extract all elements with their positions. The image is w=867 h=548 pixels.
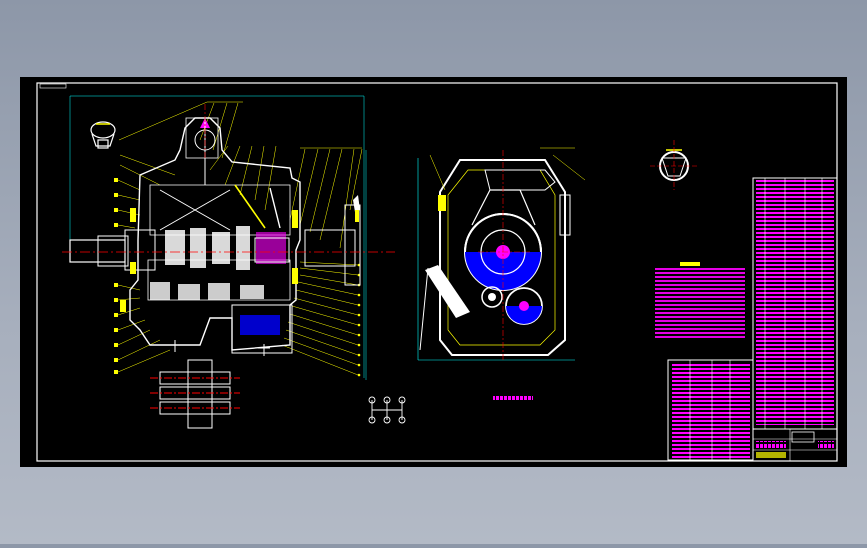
main-assembly-view [62, 95, 395, 429]
shift-rail-view [150, 359, 240, 429]
shift-pattern-diagram [368, 396, 406, 424]
part-leaders-top [118, 101, 363, 249]
shift-fork-detail [90, 121, 116, 149]
gear-sections [150, 118, 290, 335]
title-block [752, 428, 838, 462]
parts-list-table [667, 177, 838, 461]
sheet-corner-tab [39, 83, 67, 89]
bearing-highlights [120, 208, 359, 312]
part-leaders-left [117, 179, 171, 373]
detail-view [650, 140, 698, 190]
input-shaft [69, 195, 361, 286]
technical-notes-block [655, 262, 745, 338]
side-section-view [417, 147, 586, 402]
part-leaders-right [281, 261, 359, 376]
